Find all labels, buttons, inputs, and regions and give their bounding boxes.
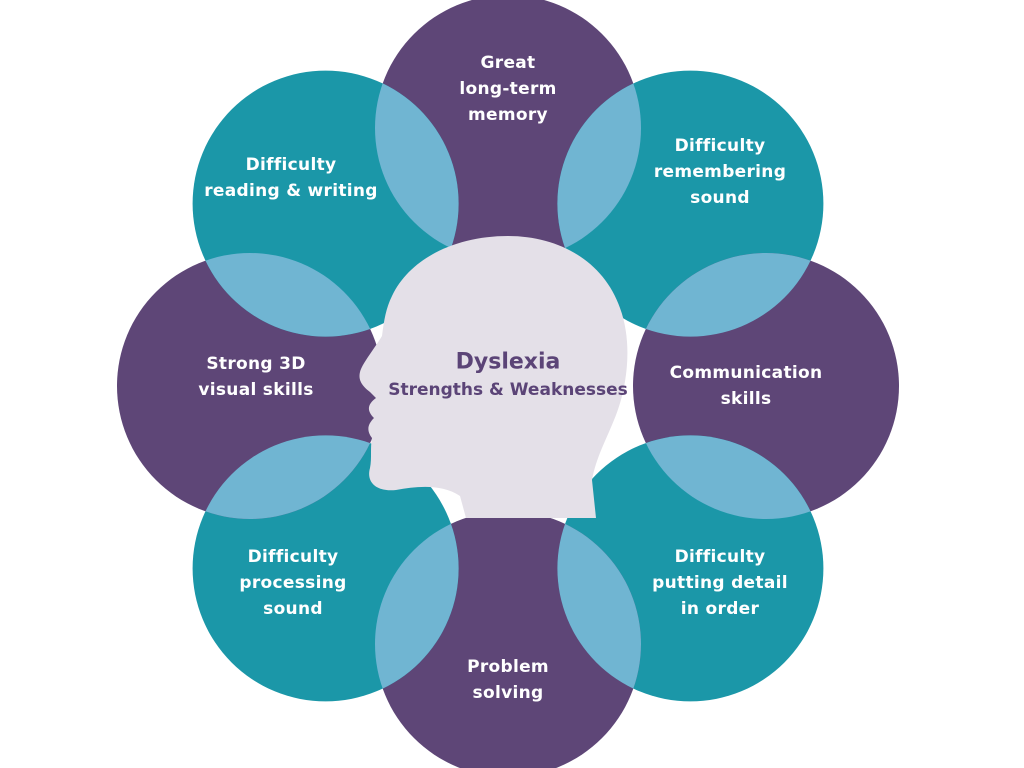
petal-overlap-top — [557, 70, 641, 261]
petal-label-line: sound — [690, 188, 750, 208]
petal-label-line: Strong 3D — [206, 354, 306, 374]
petal-label-great-long-term-memory: Great long-term memory — [459, 50, 556, 128]
petal-label-line: Communication — [669, 363, 823, 383]
center-title: Dyslexia — [455, 349, 561, 375]
petal-label-line: Difficulty — [674, 547, 766, 567]
petal-label-line: in order — [680, 599, 760, 619]
petal-label-difficulty-reading-writing: Difficulty reading & writing — [204, 152, 378, 204]
petal-label-line: Difficulty — [245, 155, 337, 175]
petal-overlap-right — [633, 435, 824, 519]
petal-label-line: solving — [472, 683, 544, 703]
petal-label-communication-skills: Communication skills — [670, 360, 823, 412]
petal-label-line: Difficulty — [247, 547, 339, 567]
petal-overlap-bottom-left — [192, 435, 383, 519]
center-subtitle: Strengths & Weaknesses — [388, 380, 628, 400]
petal-label-line: Problem — [467, 657, 549, 677]
petal-label-line: putting detail — [652, 573, 788, 593]
petal-overlap-top-right — [633, 253, 824, 337]
petal-label-line: long-term — [459, 79, 557, 99]
petal-label-line: reading & writing — [204, 181, 378, 201]
petal-label-line: skills — [720, 389, 772, 409]
petal-label-strong-3d-visual-skills: Strong 3D visual skills — [198, 351, 313, 403]
petal-label-problem-solving: Problem solving — [467, 654, 549, 706]
petal-overlap-left — [192, 253, 383, 337]
petal-label-line: remembering — [653, 162, 787, 182]
petal-label-line: memory — [468, 105, 548, 125]
petal-label-line: processing — [239, 573, 347, 593]
petal-overlaps — [192, 70, 824, 702]
petal-label-line: Difficulty — [674, 136, 766, 156]
petal-label-difficulty-processing-sound: Difficulty processing sound — [239, 544, 346, 622]
petal-overlap-bottom-right — [557, 511, 641, 702]
petal-label-difficulty-putting-detail-in-order: Difficulty putting detail in order — [652, 544, 788, 622]
petal-overlap-bottom — [375, 511, 459, 702]
petal-label-line: Great — [480, 53, 536, 73]
head-profile-icon — [359, 236, 628, 518]
petal-label-line: sound — [263, 599, 323, 619]
petal-label-line: visual skills — [198, 380, 314, 400]
petal-label-difficulty-remembering-sound: Difficulty remembering sound — [654, 133, 786, 211]
petal-overlap-top-left — [375, 70, 459, 261]
